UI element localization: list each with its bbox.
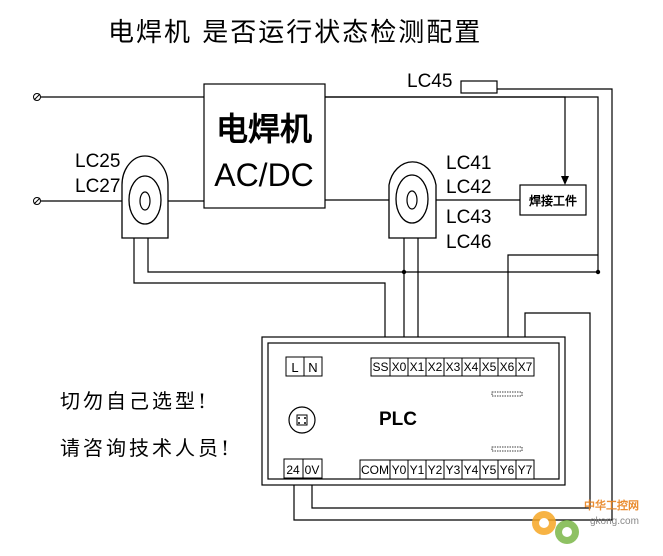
- sensor-lc45-label: LC45: [407, 71, 452, 92]
- sensor-lc27-label: LC27: [75, 176, 120, 197]
- output-terminal-y2-label: Y2: [428, 463, 443, 477]
- junction-dot-icon: [401, 269, 407, 275]
- terminal-bottom-icon: [33, 197, 41, 205]
- terminal-l-label: L: [291, 360, 298, 375]
- sensor-lc41-label: LC41: [446, 153, 491, 174]
- output-terminal-y6-label: Y6: [500, 463, 515, 477]
- terminal-0v-label: 0V: [305, 463, 320, 477]
- welder-box: [203, 83, 326, 209]
- welder-label: 电焊机: [216, 111, 312, 147]
- input-terminal-cell: [515, 357, 535, 377]
- input-terminal-x0-label: X0: [392, 360, 407, 374]
- output-terminal-y1-label: Y1: [410, 463, 425, 477]
- arrow-head-icon: [561, 176, 569, 185]
- terminal-top-icon: [33, 93, 41, 101]
- power-terminal-block: L N: [285, 356, 323, 377]
- input-terminal-x6-label: X6: [500, 360, 515, 374]
- current-sensor-right-icon: [388, 161, 437, 239]
- watermark-brand: 中华工控网: [584, 498, 639, 512]
- note-line-2: 请咨询技术人员!: [60, 436, 232, 460]
- sensor-lc43-label: LC43: [446, 207, 491, 228]
- comm-port-icon: [288, 406, 316, 434]
- note-line-1: 切勿自己选型!: [60, 389, 209, 413]
- input-terminal-x4-label: X4: [464, 360, 479, 374]
- input-terminal-ss-label: SS: [372, 360, 388, 374]
- watermark-logo-icon: [532, 511, 579, 544]
- workpiece-label: 焊接工件: [529, 193, 577, 208]
- output-terminal-y0-label: Y0: [392, 463, 407, 477]
- junction-dot-icon: [595, 269, 601, 275]
- current-sensor-left-icon: [121, 155, 169, 239]
- sensor-lc42-label: LC42: [446, 177, 491, 198]
- output-terminal-y7-label: Y7: [518, 463, 533, 477]
- arrow-wire: [325, 96, 566, 177]
- sensor-x7-wire: [311, 312, 591, 509]
- input-terminal-x1-label: X1: [410, 360, 425, 374]
- input-terminal-x2-label: X2: [428, 360, 443, 374]
- plc-box: [261, 336, 566, 486]
- output-terminal-y4-label: Y4: [464, 463, 479, 477]
- sensor-x6-wire: [507, 254, 598, 337]
- welder-type-label: AC/DC: [214, 157, 314, 193]
- dc-terminal-block: 24 0V: [283, 458, 323, 479]
- input-led-row-icon: [491, 391, 523, 397]
- output-terminal-com-label: COM: [361, 463, 389, 477]
- workpiece-box: [519, 184, 587, 216]
- sensor-left-wire-a: [147, 238, 598, 273]
- input-terminal-x3-label: X3: [446, 360, 461, 374]
- lc45-wire: [293, 88, 613, 521]
- output-terminal-y5-label: Y5: [482, 463, 497, 477]
- sensor-lc45-icon: [460, 80, 498, 94]
- sensor-left-wire-b: [133, 238, 386, 337]
- input-terminal-x5-label: X5: [482, 360, 497, 374]
- output-led-row-icon: [491, 446, 523, 452]
- terminal-n-label: N: [308, 360, 317, 375]
- watermark-url: gkong.com: [590, 516, 639, 527]
- sensor-lc25-label: LC25: [75, 151, 120, 172]
- plc-label: PLC: [379, 409, 417, 430]
- output-terminal-y3-label: Y3: [446, 463, 461, 477]
- output-terminal-cell: [515, 459, 535, 480]
- sensor-lc46-label: LC46: [446, 232, 491, 253]
- diagram-title: 电焊机 是否运行状态检测配置: [108, 18, 482, 48]
- input-terminal-x7-label: X7: [518, 360, 533, 374]
- terminal-24-label: 24: [286, 463, 300, 477]
